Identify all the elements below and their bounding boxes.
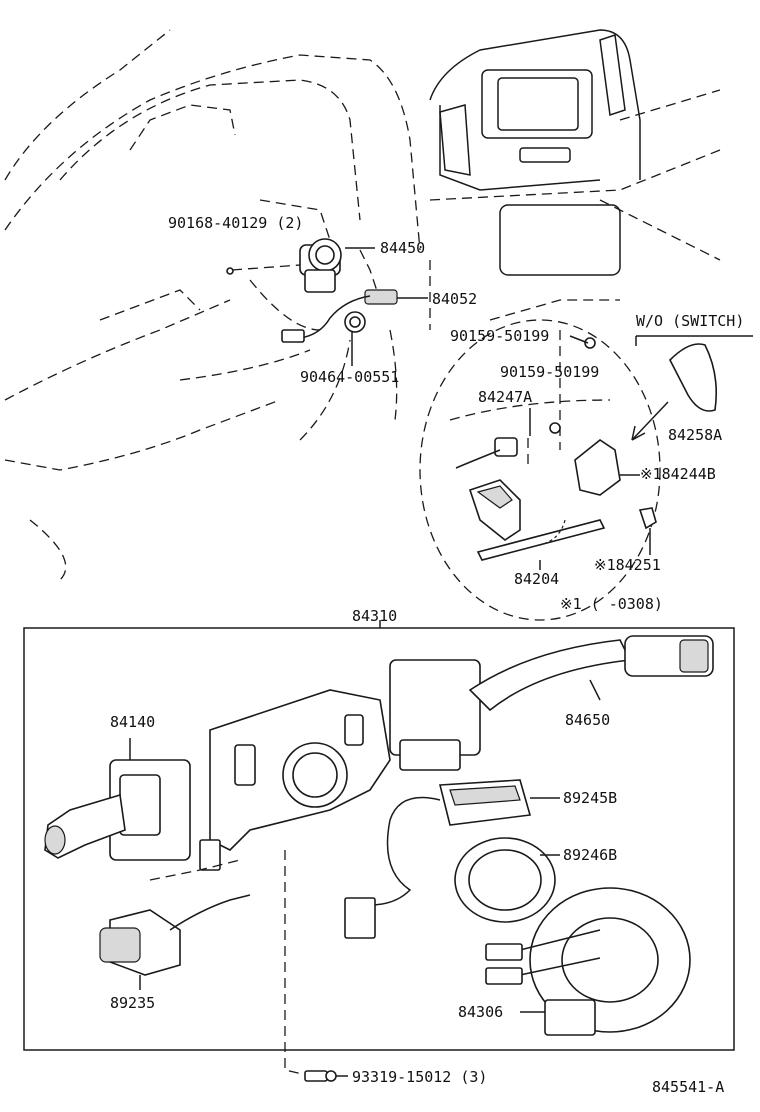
leader-lines-upper <box>345 247 651 570</box>
callout-84450: 84450 <box>380 239 426 257</box>
callout-84258A: 84258A <box>668 426 723 444</box>
wiper-switch-84650 <box>389 635 714 771</box>
callout-89235: 89235 <box>110 994 156 1012</box>
callout-wo-switch: W/O (SWITCH) <box>636 312 745 330</box>
callout-84140: 84140 <box>110 713 156 731</box>
combination-switch-box <box>23 627 735 1051</box>
callout-93319-15012: 93319-15012 (3) <box>352 1068 488 1086</box>
callout-90159-50199-a: 90159-50199 <box>450 327 550 345</box>
callout-84052: 84052 <box>432 290 478 308</box>
callout-90464-00551: 90464-00551 <box>300 368 400 386</box>
switch-bracket-84310 <box>199 689 391 871</box>
callout-89245B: 89245B <box>563 789 618 807</box>
callout-84650: 84650 <box>565 711 611 729</box>
console-outline <box>429 29 721 330</box>
spiral-cable-84306 <box>485 887 691 1036</box>
callout-90159-50199-b: 90159-50199 <box>500 363 600 381</box>
switch-cover-84258A <box>631 335 753 441</box>
light-switch-84140 <box>44 738 191 861</box>
diagram-id: 845541-A <box>652 1078 725 1096</box>
bolt-93319 <box>284 850 348 1082</box>
callout-90168-40129: 90168-40129 (2) <box>168 214 304 232</box>
horn-switch-parts <box>455 337 657 561</box>
ignition-switch-84450 <box>226 238 342 293</box>
callout-89246B: 89246B <box>563 846 618 864</box>
callout-84306: 84306 <box>458 1003 504 1021</box>
callout-84244B: ※184244B <box>640 465 716 483</box>
callout-84204: 84204 <box>514 570 560 588</box>
ring-89246B <box>454 837 560 923</box>
callout-84310: 84310 <box>352 607 398 625</box>
callout-footnote: ※1 ( -0308) <box>560 595 663 613</box>
module-89245B <box>344 779 560 939</box>
dashboard-outline <box>4 29 421 581</box>
switch-89235 <box>99 859 251 990</box>
callout-84251: ※184251 <box>594 556 661 574</box>
callout-84247A: 84247A <box>478 388 533 406</box>
key-interlock-84052 <box>281 289 398 343</box>
